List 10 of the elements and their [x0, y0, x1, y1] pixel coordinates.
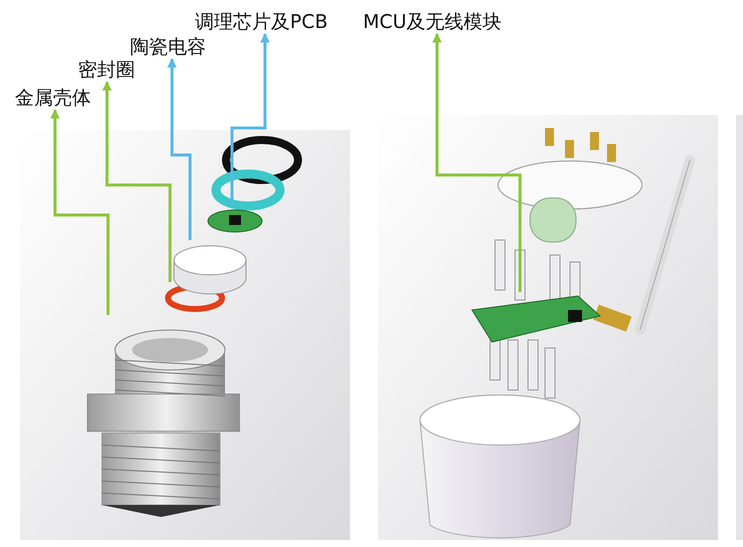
part-label: 陶瓷电容 — [130, 35, 206, 59]
part-label: MCU及无线模块 — [363, 10, 502, 34]
leader-line — [167, 58, 192, 240]
leader-line — [432, 33, 522, 292]
part-label: 金属壳体 — [15, 86, 91, 110]
leader-line — [102, 81, 172, 282]
leader-line — [50, 109, 110, 315]
part-label: 密封圈 — [78, 58, 135, 82]
leader-line — [230, 33, 270, 205]
part-label: 调理芯片及PCB — [195, 10, 328, 34]
